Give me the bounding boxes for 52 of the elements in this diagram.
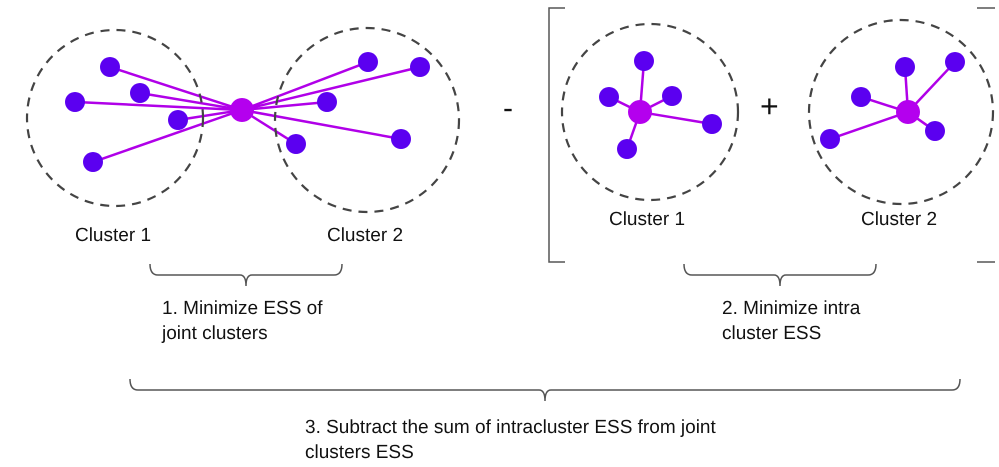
data-point-dot [65,92,85,112]
data-point-dot [130,83,150,103]
data-point-dot [83,152,103,172]
connector-line [252,64,360,108]
connector-line [101,112,232,160]
cluster-label: Cluster 1 [74,225,152,247]
connector-line [252,102,318,110]
connector-line [914,68,950,105]
data-point-dot [895,57,915,77]
cluster-label: Cluster 2 [860,209,938,231]
data-point-dot [617,139,637,159]
connector-line [118,68,232,108]
connector-line [640,70,645,102]
centroid-dot [628,100,652,124]
connector-line [869,98,898,110]
connector-line [252,68,412,109]
connector-line [250,114,290,140]
connector-line [904,76,909,102]
connector-line [616,100,631,108]
data-point-dot [820,129,840,149]
cluster-label: Cluster 2 [326,225,404,247]
data-point-dot [168,110,188,130]
connector-line [650,112,704,124]
step-note: 2. Minimize intra cluster ESS [722,297,862,346]
data-point-dot [358,52,378,72]
connector-line [649,98,664,108]
centroid-dot [896,100,920,124]
centroid-dot [230,98,254,122]
minus-sign: - [503,94,513,124]
data-point-dot [925,121,945,141]
data-point-dot [100,57,120,77]
data-point-dot [410,57,430,77]
cluster-label: Cluster 1 [608,209,686,231]
data-point-dot [662,86,682,106]
connector-line [148,93,232,110]
connector-line [916,117,928,127]
connector-line [838,114,898,138]
data-point-dot [599,87,619,107]
data-point-dot [634,51,654,71]
step-note: 3. Subtract the sum of intracluster ESS from joint clusters ESS [305,416,717,465]
connector-line [186,110,232,120]
data-point-dot [391,129,411,149]
step-note: 1. Minimize ESS of joint clusters [162,297,324,346]
plus-sign: + [760,90,779,122]
connector-line [84,101,232,111]
data-point-dot [851,87,871,107]
connector-line [628,122,638,141]
data-point-dot [317,92,337,112]
connector-line [252,110,392,139]
data-point-dot [945,52,965,72]
data-point-dot [702,114,722,134]
data-point-dot [286,134,306,154]
